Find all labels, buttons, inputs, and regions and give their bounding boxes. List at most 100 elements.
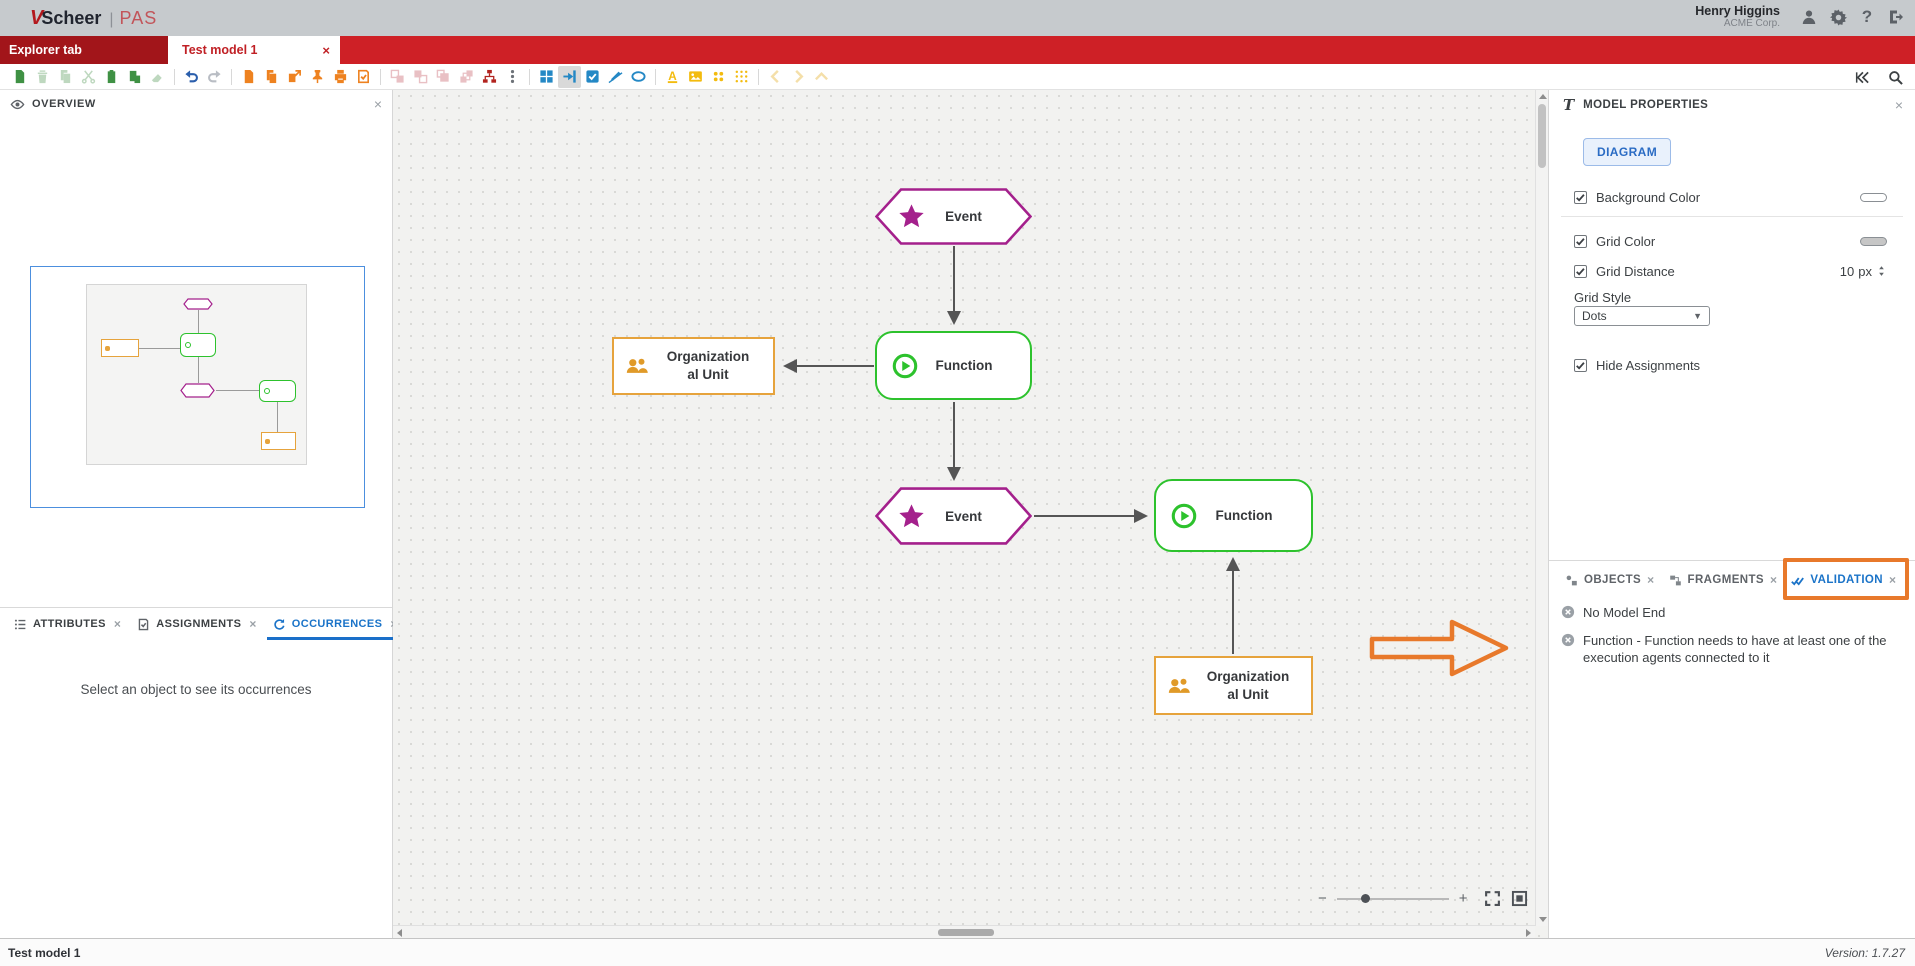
search-icon[interactable] bbox=[1884, 66, 1907, 88]
copy-icon[interactable] bbox=[54, 66, 77, 88]
zoom-slider-handle[interactable] bbox=[1360, 893, 1370, 903]
open-external-icon[interactable] bbox=[283, 66, 306, 88]
background-color-checkbox[interactable] bbox=[1574, 190, 1587, 204]
print-icon[interactable] bbox=[329, 66, 352, 88]
scroll-left-arrow[interactable] bbox=[397, 929, 402, 937]
new-model-icon[interactable] bbox=[8, 66, 31, 88]
tab-fragments[interactable]: FRAGMENTS × bbox=[1665, 573, 1782, 587]
background-color-label: Background Color bbox=[1596, 189, 1701, 205]
canvas-vertical-scrollbar[interactable] bbox=[1535, 90, 1548, 926]
grid-color-checkbox[interactable] bbox=[1574, 234, 1587, 248]
play-circle-icon bbox=[892, 353, 918, 379]
settings-gear-icon[interactable] bbox=[1829, 8, 1847, 26]
node-event-1[interactable]: Event bbox=[875, 188, 1032, 245]
tab-test-model-label: Test model 1 bbox=[182, 43, 258, 57]
minimap-node-function-1 bbox=[180, 333, 216, 357]
tab-explorer[interactable]: Explorer tab bbox=[0, 36, 168, 64]
pin-model-icon[interactable] bbox=[306, 66, 329, 88]
validation-item[interactable]: No Model End bbox=[1549, 599, 1915, 627]
toggle-grid-icon[interactable] bbox=[535, 66, 558, 88]
minimap-viewport bbox=[86, 284, 307, 465]
tab-attributes[interactable]: ATTRIBUTES × bbox=[8, 608, 127, 640]
validation-item[interactable]: Function - Function needs to have at lea… bbox=[1549, 627, 1915, 672]
tab-attributes-close-icon[interactable]: × bbox=[113, 617, 122, 631]
help-icon[interactable]: ? bbox=[1861, 7, 1873, 26]
export-model-icon[interactable] bbox=[237, 66, 260, 88]
grid-distance-value[interactable]: 10 bbox=[1839, 263, 1855, 279]
redo-icon[interactable] bbox=[203, 66, 226, 88]
tab-assignments[interactable]: ASSIGNMENTS × bbox=[131, 608, 263, 640]
tab-occurrences[interactable]: OCCURRENCES × bbox=[266, 608, 404, 640]
model-properties-close-icon[interactable]: × bbox=[1894, 97, 1903, 113]
navigate-back-icon[interactable] bbox=[764, 66, 787, 88]
zoom-slider[interactable] bbox=[1336, 893, 1449, 903]
node-function-1[interactable]: Function bbox=[875, 331, 1032, 400]
cut-icon[interactable] bbox=[77, 66, 100, 88]
node-event-2[interactable]: Event bbox=[875, 487, 1032, 545]
more-options-icon[interactable] bbox=[501, 66, 524, 88]
vertical-scroll-thumb[interactable] bbox=[1538, 104, 1546, 168]
format-painter-icon[interactable] bbox=[146, 66, 169, 88]
scroll-up-arrow[interactable] bbox=[1539, 94, 1547, 99]
tab-test-model[interactable]: Test model 1 × bbox=[168, 36, 340, 64]
grid-color-swatch[interactable] bbox=[1860, 236, 1887, 246]
tab-validation-close-icon[interactable]: × bbox=[1888, 573, 1897, 587]
tab-validation[interactable]: VALIDATION × bbox=[1787, 573, 1900, 587]
logo-scheer: Scheer bbox=[41, 7, 102, 28]
logout-icon[interactable] bbox=[1887, 8, 1905, 26]
node-org-unit-2[interactable]: Organization al Unit bbox=[1154, 656, 1313, 715]
tab-objects-close-icon[interactable]: × bbox=[1647, 573, 1655, 587]
send-to-back-icon[interactable] bbox=[455, 66, 478, 88]
node-function-2[interactable]: Function bbox=[1154, 479, 1313, 552]
paste-icon[interactable] bbox=[100, 66, 123, 88]
small-grid-dots-icon[interactable] bbox=[707, 66, 730, 88]
delete-icon[interactable] bbox=[31, 66, 54, 88]
group-icon[interactable] bbox=[386, 66, 409, 88]
user-profile-icon[interactable] bbox=[1800, 8, 1818, 26]
navigate-up-icon[interactable] bbox=[810, 66, 833, 88]
scroll-down-arrow[interactable] bbox=[1539, 917, 1547, 922]
insert-image-icon[interactable] bbox=[684, 66, 707, 88]
model-hierarchy-icon[interactable] bbox=[478, 66, 501, 88]
fit-to-screen-icon[interactable] bbox=[1511, 890, 1528, 907]
overview-close-icon[interactable]: × bbox=[373, 96, 382, 112]
overview-minimap[interactable] bbox=[30, 266, 365, 508]
multi-select-icon[interactable] bbox=[581, 66, 604, 88]
ungroup-icon[interactable] bbox=[409, 66, 432, 88]
grid-distance-unit: px bbox=[1858, 263, 1872, 279]
undo-icon[interactable] bbox=[180, 66, 203, 88]
tab-close-icon[interactable]: × bbox=[322, 42, 330, 58]
grid-style-dropdown[interactable]: Dots ▼ bbox=[1574, 306, 1710, 326]
paste-as-copy-icon[interactable] bbox=[123, 66, 146, 88]
tab-objects[interactable]: OBJECTS × bbox=[1561, 573, 1659, 587]
diagram-button[interactable]: DIAGRAM bbox=[1583, 138, 1672, 166]
import-model-icon[interactable] bbox=[260, 66, 283, 88]
navigate-forward-icon[interactable] bbox=[787, 66, 810, 88]
right-bottom-panel: OBJECTS × FRAGMENTS × VALIDATION × No Mo… bbox=[1549, 558, 1915, 672]
node-org-unit-1[interactable]: Organization al Unit bbox=[612, 337, 775, 395]
zoom-out-button[interactable]: − bbox=[1318, 890, 1327, 907]
fullscreen-icon[interactable] bbox=[1484, 890, 1501, 907]
bring-to-front-icon[interactable] bbox=[432, 66, 455, 88]
font-style-icon[interactable] bbox=[661, 66, 684, 88]
horizontal-scroll-thumb[interactable] bbox=[938, 929, 994, 936]
model-type-icon: T bbox=[1563, 96, 1575, 114]
hide-assignments-row: Hide Assignments bbox=[1574, 356, 1887, 374]
export-pdf-icon[interactable] bbox=[352, 66, 375, 88]
snap-to-grid-icon[interactable] bbox=[558, 65, 581, 88]
tab-fragments-close-icon[interactable]: × bbox=[1769, 573, 1778, 587]
zoom-in-button[interactable]: + bbox=[1458, 890, 1468, 907]
disable-edit-icon[interactable] bbox=[604, 66, 627, 88]
tab-assignments-close-icon[interactable]: × bbox=[249, 617, 257, 631]
grid-distance-stepper-icon[interactable] bbox=[1876, 264, 1887, 278]
status-version: Version: 1.7.27 bbox=[1824, 945, 1905, 960]
diagram-canvas[interactable]: Event Organization al Unit Function Even… bbox=[393, 90, 1548, 938]
background-color-swatch[interactable] bbox=[1860, 192, 1887, 202]
canvas-horizontal-scrollbar[interactable] bbox=[393, 925, 1535, 938]
grid-distance-checkbox[interactable] bbox=[1574, 264, 1587, 278]
scroll-right-arrow[interactable] bbox=[1526, 929, 1531, 937]
lasso-select-icon[interactable] bbox=[627, 66, 650, 88]
hide-assignments-checkbox[interactable] bbox=[1574, 358, 1587, 372]
large-grid-dots-icon[interactable] bbox=[730, 66, 753, 88]
collapse-panel-icon[interactable] bbox=[1851, 66, 1874, 88]
